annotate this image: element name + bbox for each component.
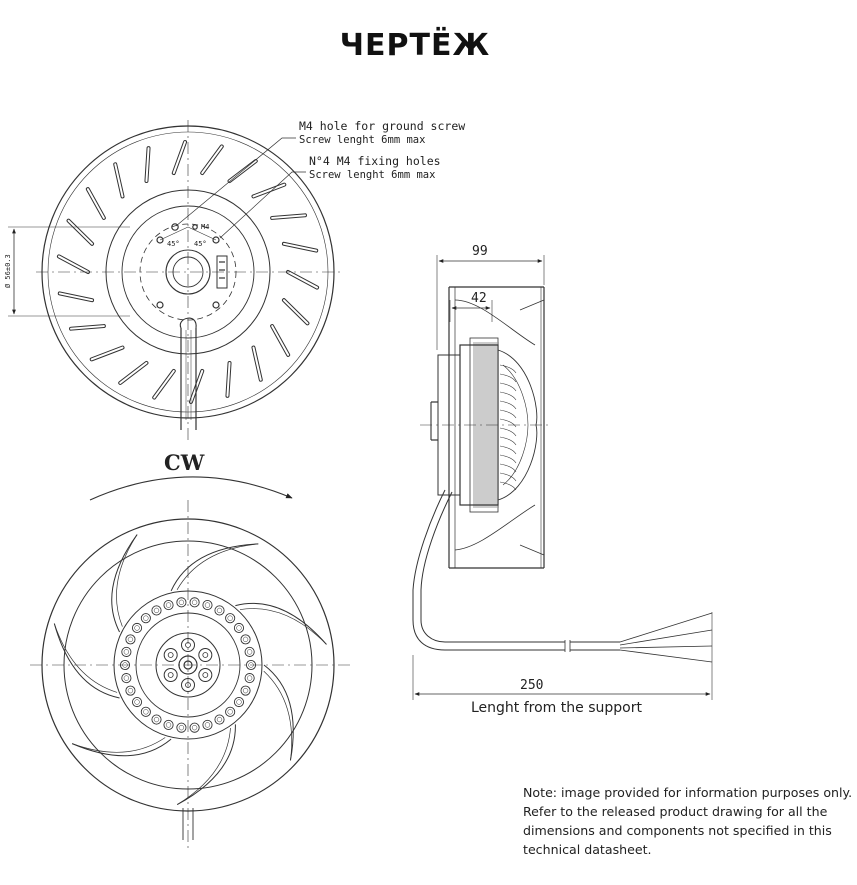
note-line: dimensions and components not specified …	[523, 823, 832, 838]
motor-width-value: 42	[471, 291, 487, 306]
callout-fixing-holes-line2: Screw lenght 6mm max	[309, 169, 435, 181]
note-line: Note: image provided for information pur…	[523, 785, 853, 800]
fixing-hole	[212, 236, 220, 244]
ground-hole	[171, 223, 179, 231]
inner-screw-holes	[163, 638, 213, 692]
m4-label: M4	[201, 223, 209, 231]
disclaimer-note: Note: image provided for information pur…	[523, 783, 853, 859]
note-line: technical datasheet.	[523, 842, 652, 857]
cable-length-value: 250	[520, 678, 543, 693]
angle-label-left: 45°	[167, 240, 180, 248]
overall-width-value: 99	[472, 244, 488, 259]
front-view	[30, 500, 350, 848]
shaft-hub	[165, 249, 211, 295]
note-line: Refer to the released product drawing fo…	[523, 804, 828, 819]
callout-ground-hole-line1: M4 hole for ground screw	[299, 119, 465, 133]
impeller-blades-front	[53, 534, 327, 806]
fixing-hole	[212, 301, 220, 309]
rotor-vent-holes	[119, 597, 257, 733]
page-title: ЧЕРТЁЖ	[339, 28, 491, 63]
impeller-blades	[56, 140, 320, 404]
rotation-arrow	[89, 476, 293, 501]
callout-ground-hole-line2: Screw lenght 6mm max	[299, 134, 425, 146]
cable-length-caption: Lenght from the support	[471, 700, 642, 716]
rotation-direction-label: CW	[164, 450, 205, 475]
fixing-hole	[156, 236, 164, 244]
diameter-dimension-label: Ø 56±0.3	[4, 254, 12, 288]
side-view	[412, 255, 713, 700]
top-view	[8, 120, 340, 440]
callout-fixing-holes-line1: N°4 M4 fixing holes	[309, 154, 441, 168]
fixing-hole	[156, 301, 164, 309]
angle-label-right: 45°	[194, 240, 207, 248]
